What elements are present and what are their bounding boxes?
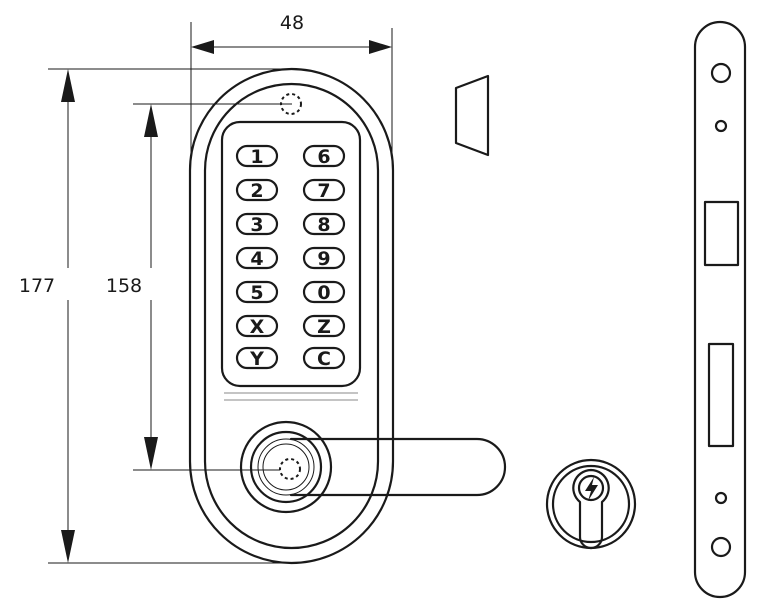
mortise-faceplate bbox=[693, 20, 747, 599]
lock-body bbox=[188, 67, 395, 565]
spindle-screw-icon bbox=[279, 458, 301, 480]
svg-text:Z: Z bbox=[317, 316, 331, 338]
key-2[interactable]: 2 bbox=[235, 178, 279, 202]
svg-text:9: 9 bbox=[317, 248, 330, 270]
key-4[interactable]: 4 bbox=[235, 246, 279, 270]
key-3[interactable]: 3 bbox=[235, 212, 279, 236]
top-screw-icon bbox=[280, 93, 302, 115]
cylinder-escutcheon-icon bbox=[545, 458, 637, 550]
key-8[interactable]: 8 bbox=[302, 212, 346, 236]
svg-text:C: C bbox=[317, 348, 331, 370]
keypad-left-column: 1 2 3 4 5 X Y bbox=[235, 144, 279, 370]
keypad-right-column: 6 7 8 9 0 Z C bbox=[302, 144, 346, 370]
svg-text:7: 7 bbox=[317, 180, 330, 202]
keypad-panel bbox=[220, 120, 362, 388]
key-9[interactable]: 9 bbox=[302, 246, 346, 270]
svg-text:1: 1 bbox=[250, 146, 263, 168]
key-5[interactable]: 5 bbox=[235, 280, 279, 304]
key-6[interactable]: 6 bbox=[302, 144, 346, 168]
width-label: 48 bbox=[280, 12, 304, 34]
svg-text:2: 2 bbox=[250, 180, 263, 202]
svg-text:3: 3 bbox=[250, 214, 263, 236]
overall-height-dimension: 177 bbox=[19, 68, 292, 564]
svg-text:5: 5 bbox=[250, 282, 263, 304]
key-1[interactable]: 1 bbox=[235, 144, 279, 168]
svg-text:Y: Y bbox=[249, 348, 264, 370]
key-z[interactable]: Z bbox=[302, 314, 346, 338]
key-x[interactable]: X bbox=[235, 314, 279, 338]
key-c[interactable]: C bbox=[302, 346, 346, 370]
overall-height-label: 177 bbox=[19, 275, 55, 297]
keypad-height-label: 158 bbox=[106, 275, 142, 297]
lever-handle bbox=[239, 420, 507, 514]
svg-text:4: 4 bbox=[250, 248, 263, 270]
keypad-height-dimension: 158 bbox=[106, 103, 292, 471]
key-0[interactable]: 0 bbox=[302, 280, 346, 304]
latch-opening bbox=[703, 200, 740, 267]
key-y[interactable]: Y bbox=[235, 346, 279, 370]
strike-keeper-icon bbox=[454, 74, 490, 157]
svg-text:X: X bbox=[250, 316, 265, 338]
key-7[interactable]: 7 bbox=[302, 178, 346, 202]
width-dimension: 48 bbox=[190, 12, 393, 160]
svg-text:8: 8 bbox=[317, 214, 330, 236]
deadbolt-opening bbox=[707, 342, 735, 448]
svg-text:6: 6 bbox=[317, 146, 330, 168]
svg-text:0: 0 bbox=[317, 282, 330, 304]
